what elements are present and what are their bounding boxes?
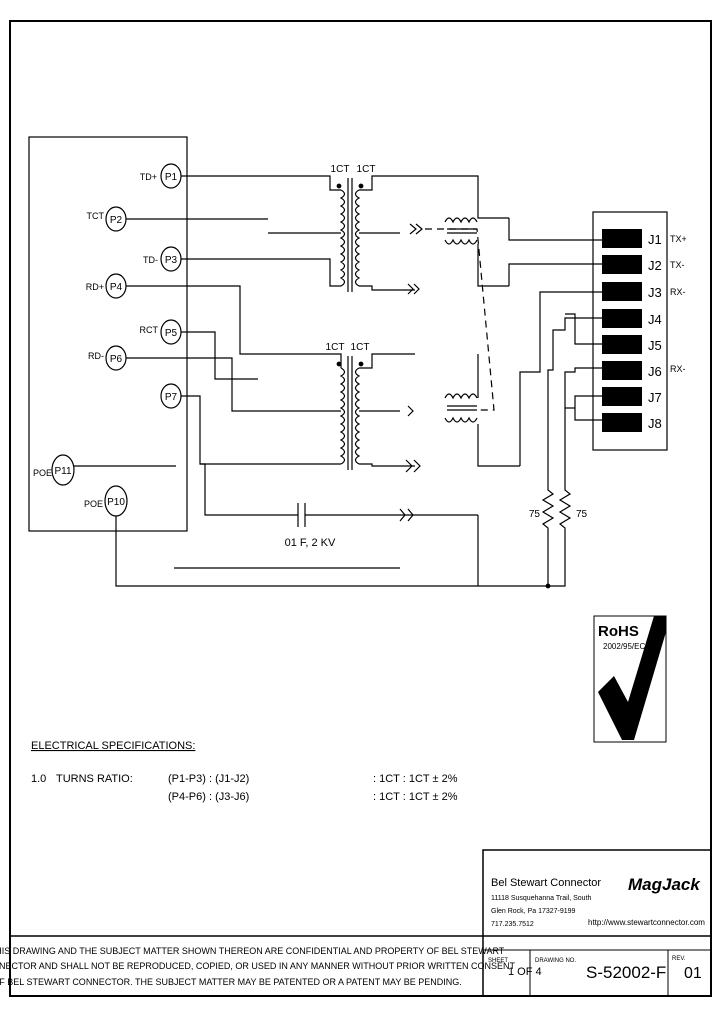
- pin-p3-id: P3: [165, 255, 178, 266]
- jack-j2-label: TX-: [670, 260, 685, 270]
- pin-p10-id: P10: [107, 497, 125, 508]
- transformer-2: [336, 356, 364, 470]
- host-block: [28, 136, 188, 532]
- pin-p11-id: P11: [54, 466, 71, 477]
- jack-contacts: [602, 229, 642, 432]
- jack-j1-label: TX+: [670, 234, 687, 244]
- pin-labels: P1 TD+ P2 TCT P3 TD- P4 RD+ P5 RCT P6 RD…: [33, 172, 178, 509]
- resistor-2: [558, 485, 572, 533]
- spec-item-name: TURNS RATIO:: [56, 773, 133, 785]
- jack-j4-id: J4: [648, 312, 662, 327]
- rohs-badge: RoHS 2002/95/EC: [593, 615, 667, 743]
- spec-row-2-ratio: : 1CT : 1CT ± 2%: [373, 791, 458, 803]
- company-name: Bel Stewart Connector: [491, 877, 601, 889]
- pin-p11-circle: [51, 454, 75, 486]
- pin-p5-label: RCT: [140, 325, 159, 335]
- spec-heading: ELECTRICAL SPECIFICATIONS:: [31, 740, 195, 752]
- jack-j5-id: J5: [648, 338, 662, 353]
- pin-p7-id: P7: [165, 392, 178, 403]
- confidentiality-notice: THIS DRAWING AND THE SUBJECT MATTER SHOW…: [0, 946, 516, 987]
- pin-p10-label: POE: [84, 499, 103, 509]
- t2-ratio-left: 1CT: [326, 342, 345, 353]
- sheet-border: [9, 20, 712, 997]
- specifications: ELECTRICAL SPECIFICATIONS: 1.0 TURNS RAT…: [31, 740, 458, 803]
- pin-p6-label: RD-: [88, 351, 104, 361]
- jack-j3-id: J3: [648, 285, 662, 300]
- pin-p4-label: RD+: [86, 282, 104, 292]
- company-address-3: 717.235.7512: [491, 921, 534, 928]
- pin-p5-id: P5: [165, 328, 178, 339]
- jack-j2-id: J2: [648, 258, 662, 273]
- pin-p11-label: POE: [33, 468, 52, 478]
- choke-1: [438, 175, 509, 287]
- rohs-subtitle: 2002/95/EC: [603, 642, 645, 651]
- sheet-label: SHEET: [488, 958, 508, 964]
- spec-row-2-pins: (P4-P6) : (J3-J6): [168, 791, 249, 803]
- company-address-2: Glen Rock, Pa 17327-9199: [491, 908, 576, 915]
- brand-logo: MagJack: [628, 875, 701, 894]
- capacitor-label: 01 F, 2 KV: [285, 537, 336, 549]
- choke-2: [444, 354, 520, 467]
- jack-contact-j2: [602, 255, 642, 274]
- notice-line-1: THIS DRAWING AND THE SUBJECT MATTER SHOW…: [0, 946, 505, 956]
- t1-ratio-left: 1CT: [331, 164, 350, 175]
- jack-contact-j8: [602, 413, 642, 432]
- pin-p3-label: TD-: [143, 255, 158, 265]
- title-block: Bel Stewart Connector 11118 Susquehanna …: [11, 849, 712, 997]
- notice-line-2: CONNECTOR AND SHALL NOT BE REPRODUCED, C…: [0, 961, 516, 971]
- pin-p2-label: TCT: [87, 211, 105, 221]
- pin-p2-id: P2: [110, 215, 123, 226]
- resistor-2-label: 75: [576, 509, 588, 520]
- rev-value: 01: [684, 965, 702, 982]
- spec-row-1-ratio: : 1CT : 1CT ± 2%: [373, 773, 458, 785]
- drawing-number-value: S-52002-F: [586, 963, 666, 982]
- jack-block: [592, 211, 668, 451]
- resistor-1-label: 75: [529, 509, 541, 520]
- t1-ratio-right: 1CT: [357, 164, 376, 175]
- notice-line-3: OF BEL STEWART CONNECTOR. THE SUBJECT MA…: [0, 977, 462, 987]
- rev-label: REV.: [672, 956, 686, 962]
- resistor-1: [541, 485, 555, 533]
- pin-p1-label: TD+: [140, 172, 157, 182]
- t2-ratio-right: 1CT: [351, 342, 370, 353]
- jack-contact-j1: [602, 229, 642, 248]
- company-website: http://www.stewartconnector.com: [588, 918, 705, 927]
- rohs-title: RoHS: [598, 623, 639, 640]
- pin-p6-id: P6: [110, 354, 123, 365]
- pin-p1-id: P1: [165, 172, 178, 183]
- jack-contact-j5: [602, 335, 642, 354]
- jack-j8-id: J8: [648, 416, 662, 431]
- pin-p4-id: P4: [110, 282, 123, 293]
- checkmark-icon: [598, 616, 666, 740]
- jack-j1-id: J1: [648, 232, 662, 247]
- jack-labels: J1 TX+ J2 TX- J3 RX- J4 J5 J6 RX- J7 J8: [648, 232, 687, 431]
- jack-contact-j4: [602, 309, 642, 328]
- jack-j3-label: RX-: [670, 287, 686, 297]
- schematic: [28, 136, 668, 589]
- jack-j7-id: J7: [648, 390, 662, 405]
- spec-row-1-pins: (P1-P3) : (J1-J2): [168, 773, 249, 785]
- jack-j6-id: J6: [648, 364, 662, 379]
- jack-contact-j6: [602, 361, 642, 380]
- jack-contact-j7: [602, 387, 642, 406]
- jack-j6-label: RX-: [670, 364, 686, 374]
- company-address-1: 11118 Susquehanna Trail, South: [491, 895, 592, 902]
- transformer-labels: 1CT 1CT 1CT 1CT: [326, 164, 376, 353]
- drawing-number-label: DRAWING NO.: [535, 958, 576, 964]
- spec-item-number: 1.0: [31, 773, 46, 785]
- jack-contact-j3: [602, 282, 642, 301]
- transformer-1: [336, 178, 364, 292]
- sheet-value: 1 OF 4: [508, 966, 542, 978]
